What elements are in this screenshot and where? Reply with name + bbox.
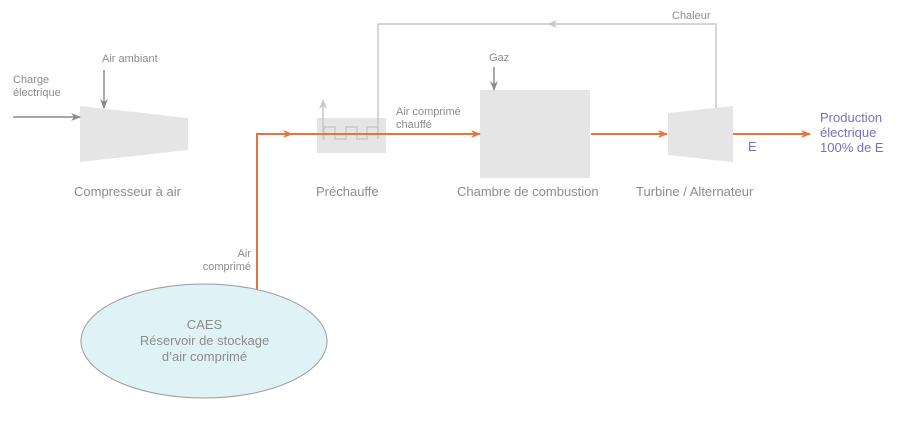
turbine-shape <box>668 106 733 162</box>
charge-electrique-label: Charge électrique <box>13 74 61 100</box>
caes-tank-label: CAES Réservoir de stockage d’air comprim… <box>82 317 327 365</box>
charge-label-line2: électrique <box>13 87 61 99</box>
compressed-air-label-line1: Air <box>237 248 251 260</box>
energy-label: E <box>748 139 757 154</box>
compressed-air-flow-line <box>256 130 293 291</box>
output-label-line1: Production <box>820 110 883 125</box>
electric-production-label: Production électrique 100% de E <box>820 110 884 155</box>
output-label-line3: 100% de E <box>820 140 884 155</box>
preheater-shape <box>317 118 386 153</box>
combustion-chamber-shape <box>480 90 590 178</box>
tank-label-line3: d’air comprimé <box>161 349 248 364</box>
tank-label-line2: Réservoir de stockage <box>139 333 270 348</box>
compressor-caption: Compresseur à air <box>74 184 181 199</box>
combustion-caption: Chambre de combustion <box>457 184 599 199</box>
turbine-caption: Turbine / Alternateur <box>636 184 754 199</box>
heated-air-label-line1: Air comprimé <box>396 106 461 118</box>
compressed-air-label-line2: comprimé <box>202 261 251 273</box>
caes-tank-shape <box>80 283 328 399</box>
compressed-air-label: Air comprimé <box>190 248 251 274</box>
preheat-caption: Préchauffe <box>316 184 379 199</box>
compressor-shape <box>80 106 188 162</box>
chaleur-label: Chaleur <box>672 10 711 22</box>
output-label-line2: électrique <box>820 125 877 140</box>
gaz-label: Gaz <box>489 52 510 64</box>
heated-air-label-line2: chauffé <box>396 119 432 131</box>
tank-label-line1: CAES <box>186 317 223 332</box>
air-ambiant-label: Air ambiant <box>102 53 158 65</box>
charge-label-line1: Charge <box>13 74 50 86</box>
heated-air-label: Air comprimé chauffé <box>396 106 461 132</box>
